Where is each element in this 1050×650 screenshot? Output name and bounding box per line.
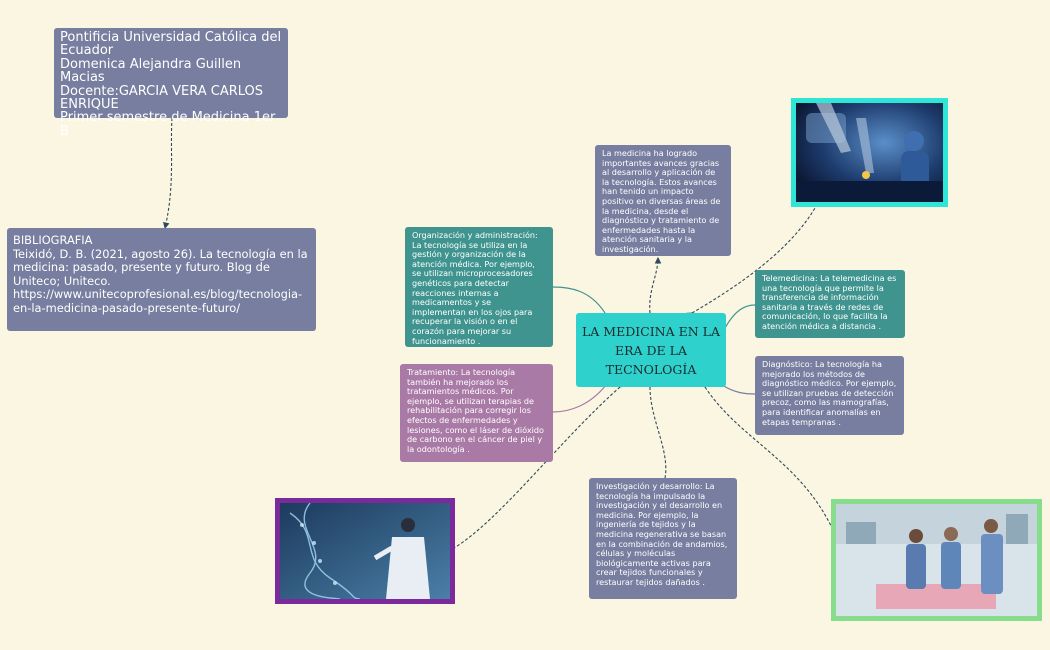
header-line-semester: Primer semestre de Medicina 1er B xyxy=(60,110,276,139)
organization-box: Organización y administración: La tecnol… xyxy=(405,227,553,347)
central-topic: LA MEDICINA EN LA ERA DE LA TECNOLOGÍA xyxy=(576,313,726,387)
organization-text: Organización y administración: La tecnol… xyxy=(412,230,538,346)
photo-robotic-surgery xyxy=(791,98,948,207)
link-center-photo-dna xyxy=(453,380,627,549)
bibliography-url[interactable]: https://www.unitecoprofesional.es/blog/t… xyxy=(13,287,303,315)
telemedicine-box: Telemedicina: La telemedicina es una tec… xyxy=(755,270,905,338)
header-line-teacher: Docente:GARCIA VERA CARLOS ENRIQUE xyxy=(60,83,264,113)
photo-hospital-team xyxy=(831,499,1042,621)
intro-text: La medicina ha logrado importantes avanc… xyxy=(602,148,721,254)
link-center-photo-hospital xyxy=(699,380,834,531)
link-center-photo-surgery xyxy=(685,207,816,319)
header-line-student: Domenica Alejandra Guillen Macias xyxy=(60,56,242,86)
telemedicine-text: Telemedicina: La telemedicina es una tec… xyxy=(762,273,897,331)
header-line-university: Pontificia Universidad Católica del Ecua… xyxy=(60,30,282,59)
link-header-biblio xyxy=(163,117,173,230)
bibliography-title: BIBLIOGRAFIA xyxy=(13,233,93,247)
treatment-box: Tratamiento: La tecnología también ha me… xyxy=(400,364,553,462)
link-center-research xyxy=(646,381,667,479)
bibliography-citation: Teixidó, D. B. (2021, agosto 26). La tec… xyxy=(13,246,308,288)
link-center-intro xyxy=(649,256,662,314)
link-center-organization xyxy=(552,286,606,314)
diagnosis-box: Diagnóstico: La tecnología ha mejorado l… xyxy=(755,356,904,435)
bibliography-box: BIBLIOGRAFIA Teixidó, D. B. (2021, agost… xyxy=(7,228,316,331)
treatment-text: Tratamiento: La tecnología también ha me… xyxy=(407,367,544,454)
link-center-diagnosis xyxy=(721,384,756,395)
central-topic-title: LA MEDICINA EN LA ERA DE LA TECNOLOGÍA xyxy=(582,323,720,377)
photo-dna-research xyxy=(275,498,455,604)
diagnosis-text: Diagnóstico: La tecnología ha mejorado l… xyxy=(762,359,897,427)
link-center-telemedicine xyxy=(724,304,756,329)
research-text: Investigación y desarrollo: La tecnologí… xyxy=(596,481,728,587)
research-box: Investigación y desarrollo: La tecnologí… xyxy=(589,478,737,599)
header-box: Pontificia Universidad Católica del Ecua… xyxy=(54,28,288,138)
intro-box: La medicina ha logrado importantes avanc… xyxy=(595,145,731,256)
link-center-treatment xyxy=(552,384,607,413)
